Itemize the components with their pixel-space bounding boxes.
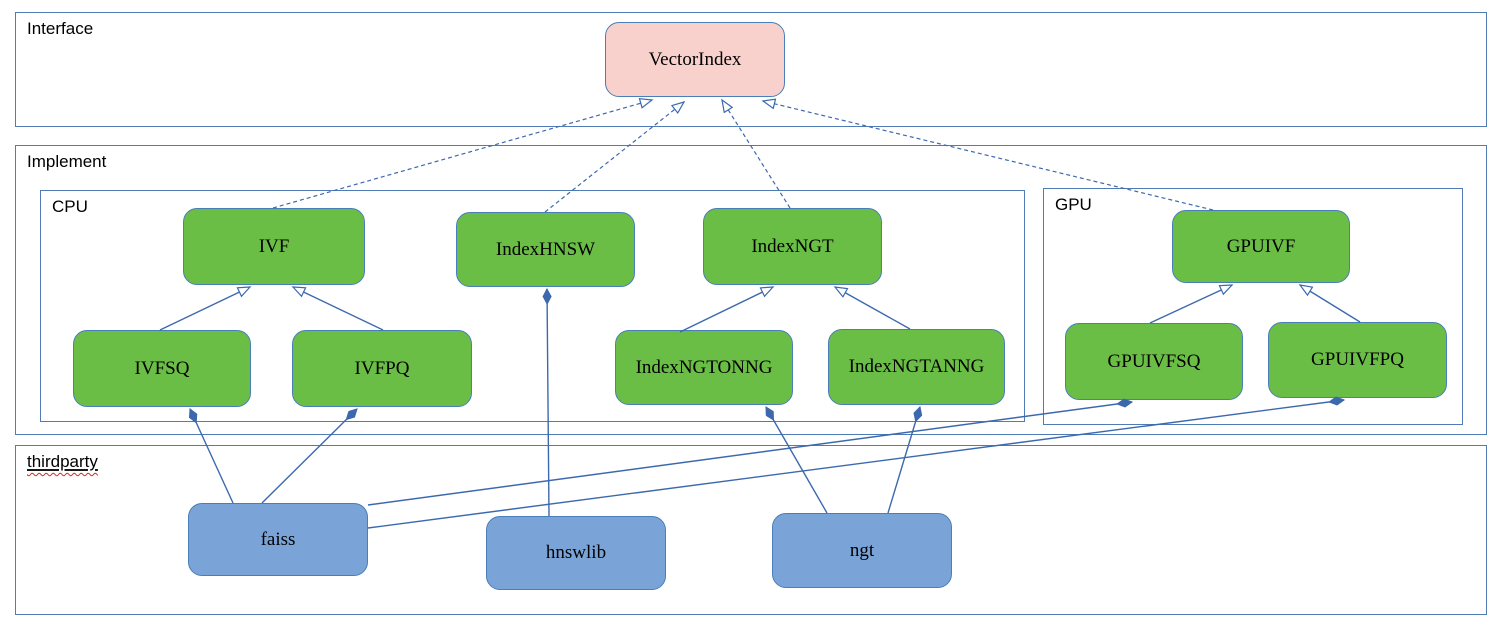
node-indexngtonng-label: IndexNGTONNG	[635, 356, 773, 378]
node-hnswlib: hnswlib	[486, 516, 666, 590]
node-gpuivfsq: GPUIVFSQ	[1065, 323, 1243, 400]
node-ivf: IVF	[183, 208, 365, 285]
container-thirdparty-label: thirdparty	[27, 452, 98, 472]
node-indexngtonng: IndexNGTONNG	[615, 330, 793, 405]
container-cpu-label: CPU	[52, 197, 88, 216]
node-ivfsq: IVFSQ	[73, 330, 251, 407]
node-faiss-label: faiss	[260, 528, 296, 550]
node-vectorindex-label: VectorIndex	[648, 48, 742, 70]
node-indexngt-label: IndexNGT	[751, 235, 834, 257]
node-indexhnsw-label: IndexHNSW	[495, 238, 596, 260]
node-hnswlib-label: hnswlib	[545, 542, 607, 563]
node-ivf-label: IVF	[258, 235, 290, 257]
node-indexngt: IndexNGT	[703, 208, 882, 285]
node-gpuivf: GPUIVF	[1172, 210, 1350, 283]
node-gpuivf-label: GPUIVF	[1226, 235, 1296, 257]
node-ivfsq-label: IVFSQ	[134, 357, 190, 379]
node-ngt: ngt	[772, 513, 952, 588]
node-gpuivfsq-label: GPUIVFSQ	[1107, 350, 1201, 372]
node-indexngtanng-label: IndexNGTANNG	[848, 356, 985, 377]
node-faiss: faiss	[188, 503, 368, 576]
node-ngt-label: ngt	[849, 539, 875, 561]
container-gpu-label: GPU	[1055, 195, 1092, 214]
node-ivfpq-label: IVFPQ	[354, 357, 410, 379]
node-ivfpq: IVFPQ	[292, 330, 472, 407]
thirdparty-misspelling-squiggle: thirdparty	[27, 452, 98, 471]
container-implement-label: Implement	[27, 152, 107, 171]
node-vectorindex: VectorIndex	[605, 22, 785, 97]
node-indexhnsw: IndexHNSW	[456, 212, 635, 287]
node-gpuivfpq-label: GPUIVFPQ	[1311, 349, 1404, 370]
node-gpuivfpq: GPUIVFPQ	[1268, 322, 1447, 398]
container-interface-label: Interface	[27, 19, 94, 38]
node-indexngtanng: IndexNGTANNG	[828, 329, 1005, 405]
